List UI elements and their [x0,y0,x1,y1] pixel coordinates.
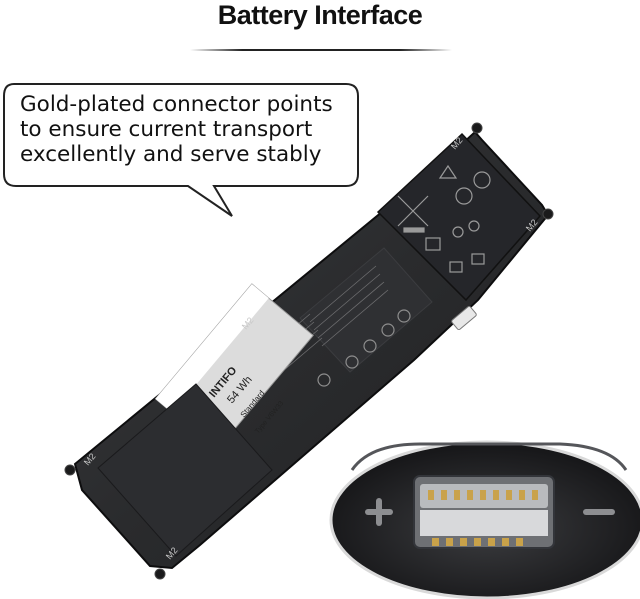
regulatory-icons [397,164,491,273]
plus-icon [365,498,393,526]
title-underline [190,49,452,51]
page-title: Battery Interface [217,0,423,30]
connector-zoom-inset [329,440,640,599]
mount-tab-bottom [154,568,166,580]
mount-tab-right [542,208,554,220]
callout-line: to ensure current transport [20,117,313,142]
gold-connector [413,475,555,549]
certification-marks [317,309,411,387]
battery-body [64,122,554,580]
callout-line: Gold-plated connector points [20,92,333,117]
callout-text: Gold-plated connector points to ensure c… [20,92,360,167]
callout-bubble [3,83,359,217]
mount-tab-top-right [471,122,483,134]
callout-line: excellently and serve stably [20,142,322,167]
battery-connector [451,306,477,330]
mount-tab-left [64,464,76,476]
